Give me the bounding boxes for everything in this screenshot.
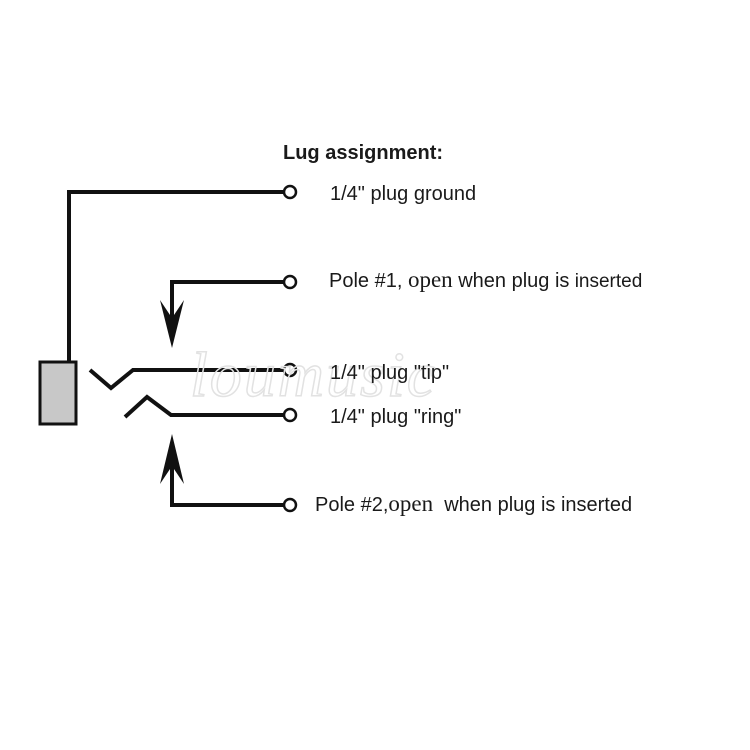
tip-contact	[88, 368, 283, 391]
ground-lug-label: 1/4" plug ground	[330, 183, 477, 205]
pole2-wire	[170, 462, 283, 507]
ground-wire	[67, 190, 283, 362]
tip-lug-terminal	[282, 362, 298, 378]
watermark-text: loumusic	[189, 338, 438, 411]
pole1-lug-label: Pole #1, open when plug is inserted	[329, 268, 642, 294]
pole2-lug-terminal	[282, 497, 298, 513]
pole1-open-word: open	[407, 267, 453, 292]
pole2-rest: when plug is inserted	[433, 494, 633, 516]
tip-lug-label: 1/4" plug "tip"	[330, 362, 450, 384]
pole2-prefix: Pole #2,	[315, 494, 389, 516]
pole1-prefix: Pole #1,	[329, 270, 408, 292]
ground-lug-terminal	[282, 184, 298, 200]
pole2-arrowhead	[160, 434, 184, 484]
ring-contact	[123, 394, 283, 419]
pole2-lug-label: Pole #2,open when plug is inserted	[315, 492, 632, 517]
sleeve-body	[38, 360, 78, 426]
pole1-arrowhead	[160, 300, 184, 348]
pole2-open-word: open	[388, 491, 434, 516]
pole1-wire	[170, 280, 283, 320]
lug-assignment-title: Lug assignment:	[283, 142, 444, 164]
pole1-end: inserted	[569, 271, 643, 292]
ring-lug-label: 1/4" plug "ring"	[330, 406, 462, 428]
ring-lug-terminal	[282, 407, 298, 423]
pole1-middle: when plug is	[452, 270, 570, 292]
pole1-lug-terminal	[282, 274, 298, 290]
